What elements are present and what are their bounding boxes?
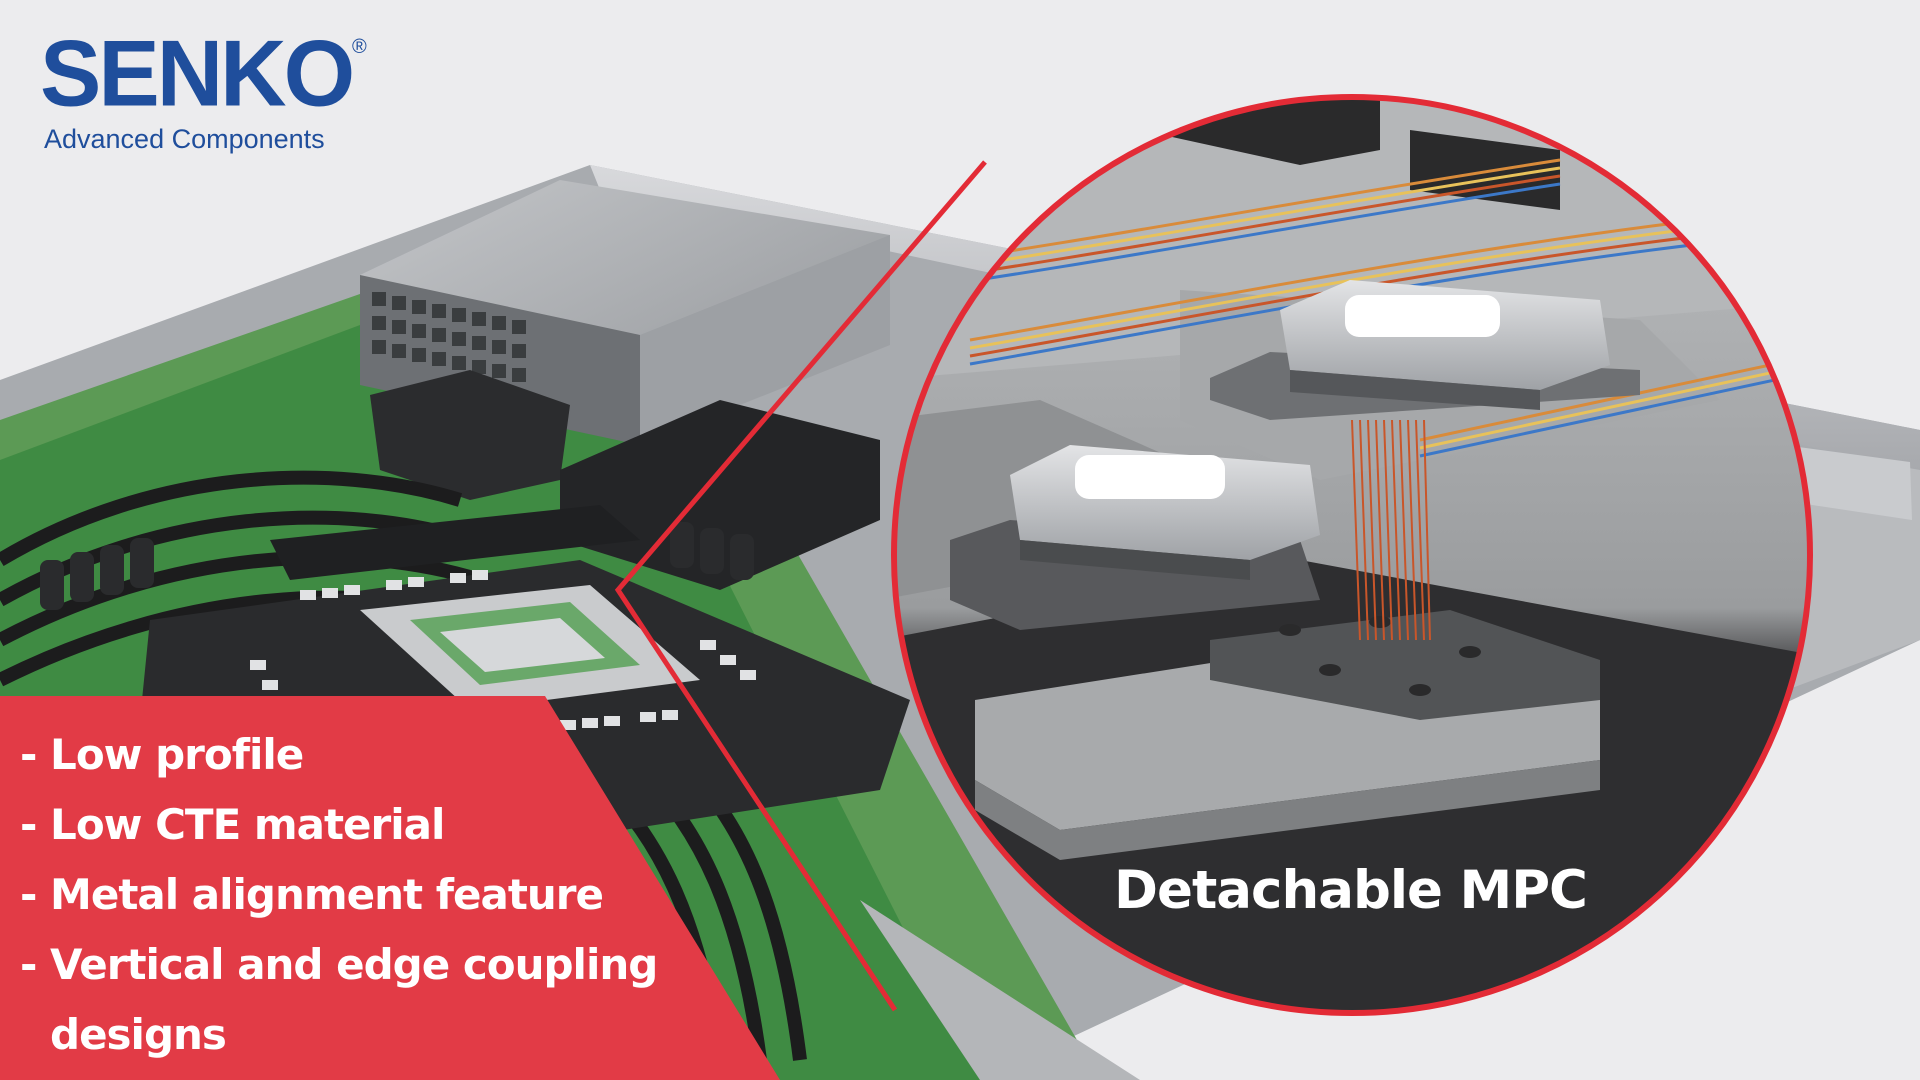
feature-item-continuation: designs bbox=[50, 1010, 227, 1059]
board-connector bbox=[370, 370, 880, 590]
feature-item: - Metal alignment feature bbox=[20, 870, 604, 919]
feature-panel bbox=[0, 696, 780, 1080]
capacitor-row bbox=[40, 522, 754, 610]
zoom-magnifier-ring bbox=[891, 94, 1813, 1016]
feature-item: - Low profile bbox=[20, 730, 304, 779]
zoom-callout-lines bbox=[614, 160, 987, 1012]
senko-logo: SENKO ® Advanced Components bbox=[40, 21, 380, 155]
feature-item: - Low CTE material bbox=[20, 800, 445, 849]
registered-mark: ® bbox=[352, 36, 367, 58]
feature-list: - Low profile - Low CTE material - Metal… bbox=[20, 720, 658, 1070]
zoom-caption: Detachable MPC bbox=[1114, 860, 1588, 921]
mpc-connector-front bbox=[950, 445, 1320, 630]
feature-item: - Vertical and edge coupling bbox=[20, 940, 658, 989]
mpc-connector-rear bbox=[1210, 280, 1640, 420]
fiber-bundle-coupling bbox=[1351, 419, 1431, 641]
logo-wordmark: SENKO bbox=[40, 21, 355, 127]
logo-tagline: Advanced Components bbox=[44, 124, 325, 154]
